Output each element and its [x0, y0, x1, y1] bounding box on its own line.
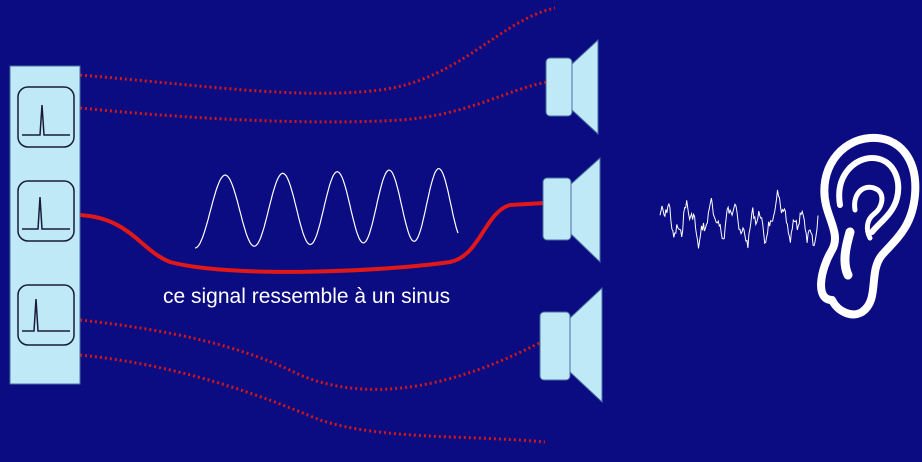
caption-text: ce signal ressemble à un sinus	[163, 285, 451, 308]
filter-1	[17, 86, 75, 148]
filter-2	[17, 180, 75, 242]
speaker-middle	[542, 156, 601, 264]
filter-3	[17, 284, 75, 346]
impulse-icon	[22, 196, 70, 230]
perceived-waveform	[659, 189, 819, 249]
speaker-bottom	[539, 286, 603, 404]
dotted-wire-top-1	[79, 6, 556, 95]
speaker-top	[545, 38, 599, 136]
speaker-icon	[545, 38, 599, 136]
speaker-icon	[542, 156, 601, 264]
sine-waveform	[194, 167, 459, 249]
ear-icon	[817, 133, 920, 319]
impulse-icon	[22, 104, 70, 136]
dotted-wire-top-2	[79, 80, 549, 124]
active-wire	[79, 201, 546, 274]
dotted-wire-bottom-1	[79, 318, 546, 391]
impulse-icon	[22, 298, 70, 332]
dotted-wire-bottom-2	[79, 353, 546, 444]
speaker-icon	[539, 286, 603, 404]
